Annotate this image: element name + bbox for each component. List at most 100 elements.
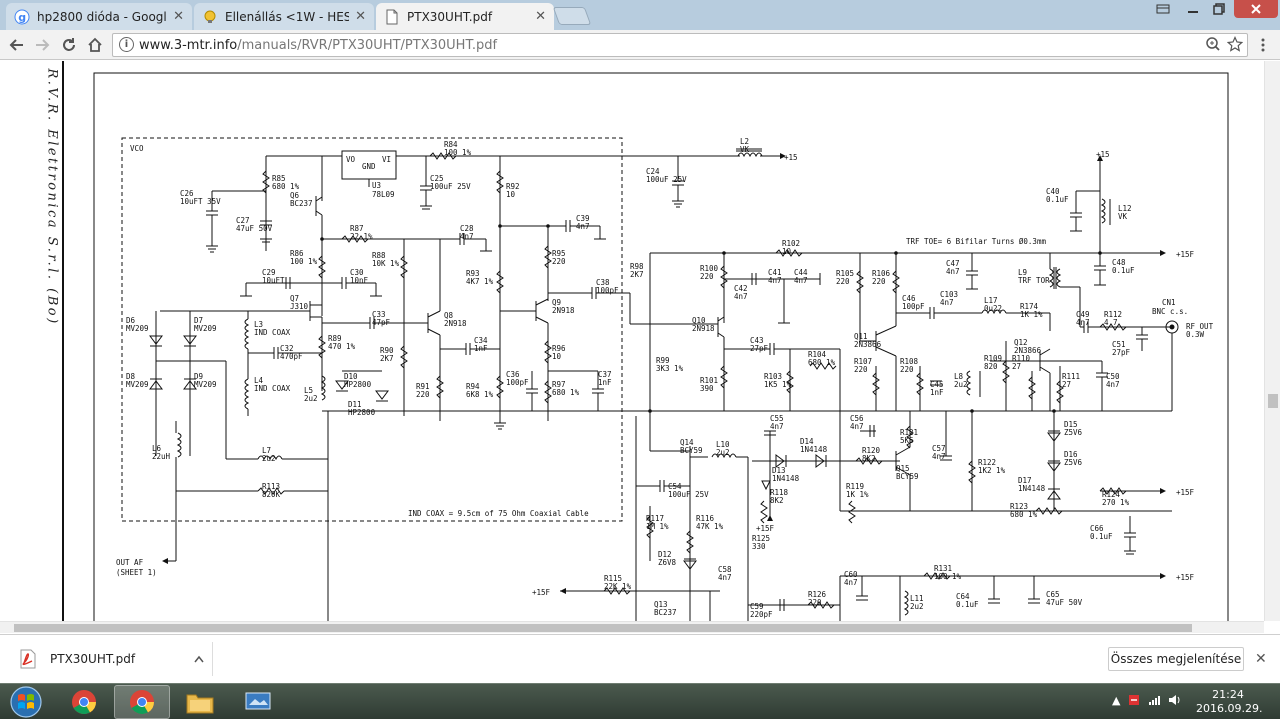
- tab-pdf[interactable]: PTX30UHT.pdf ✕: [376, 3, 554, 30]
- security-icon[interactable]: [1128, 694, 1140, 709]
- component-value-r93: 4K7 1%: [466, 277, 494, 286]
- scrollbar-thumb[interactable]: [1268, 394, 1278, 408]
- scrollbar-thumb[interactable]: [14, 624, 1192, 632]
- screen-taskbar-icon[interactable]: [230, 685, 286, 719]
- component-ref-c28: C28: [460, 224, 474, 233]
- component-ref-r124: R124: [1102, 490, 1121, 499]
- component-ref-d15: D15: [1064, 420, 1078, 429]
- component-ref-l3: L3: [254, 320, 263, 329]
- component-value-c48: 0.1uF: [1112, 266, 1135, 275]
- component-ref-c24: C24: [646, 167, 660, 176]
- info-icon[interactable]: i: [119, 37, 134, 52]
- clock[interactable]: 21:24 2016.09.29.: [1196, 688, 1262, 716]
- star-icon[interactable]: [1226, 36, 1244, 56]
- component-value-d8: MV209: [126, 380, 149, 389]
- component-ref-l10: L10: [716, 440, 730, 449]
- component-ref-r86: R86: [290, 249, 304, 258]
- component-value-l11: 2u2: [910, 602, 924, 611]
- component-value-q13: BC237: [654, 608, 677, 617]
- restore-button[interactable]: [1206, 0, 1232, 18]
- forward-arrow-icon[interactable]: [31, 34, 53, 56]
- show-all-downloads-button[interactable]: Összes megjelenítése: [1108, 647, 1244, 671]
- component-value-c25: 100uF 25V: [430, 182, 471, 191]
- profile-icon[interactable]: [1150, 0, 1176, 18]
- horizontal-scrollbar[interactable]: [0, 621, 1264, 633]
- volume-icon[interactable]: [1168, 694, 1182, 709]
- component-ref-c32: C32: [280, 344, 294, 353]
- chrome-active-taskbar-icon[interactable]: [114, 685, 170, 719]
- component-ref-r118: R118: [770, 488, 789, 497]
- close-icon[interactable]: ✕: [1255, 651, 1267, 667]
- component-value-c57: 4n7: [932, 452, 946, 461]
- reg-gnd-label: GND: [362, 162, 376, 171]
- new-tab-button[interactable]: [552, 7, 592, 25]
- component-ref-c36: C36: [506, 370, 520, 379]
- home-icon[interactable]: [84, 34, 106, 56]
- folder-taskbar-icon[interactable]: [172, 685, 228, 719]
- component-ref-l12: L12: [1118, 204, 1132, 213]
- url-path: /manuals/RVR/PTX30UHT/PTX30UHT.pdf: [237, 37, 498, 53]
- close-icon[interactable]: ✕: [535, 9, 546, 24]
- reload-icon[interactable]: [58, 34, 80, 56]
- component-ref-r115: R115: [604, 574, 622, 583]
- chevron-up-icon[interactable]: [194, 653, 204, 666]
- component-ref-r93: R93: [466, 269, 480, 278]
- component-ref-r112: R112: [1104, 310, 1122, 319]
- component-value-d12: Z6V8: [658, 558, 677, 567]
- close-icon[interactable]: ✕: [173, 9, 184, 24]
- cn1-type: BNC c.s.: [1152, 307, 1188, 316]
- component-ref-c25: C25: [430, 174, 444, 183]
- pdf-viewer[interactable]: R.V.R. Elettronica S.r.l. (Bo): [0, 61, 1280, 633]
- zoom-icon[interactable]: [1205, 36, 1221, 56]
- component-value-d14: 1N4148: [800, 445, 828, 454]
- component-value-c36: 100pF: [506, 378, 529, 387]
- component-ref-r117: R117: [646, 514, 664, 523]
- component-value-c37: 1nF: [598, 378, 612, 387]
- component-ref-r121: R121: [900, 428, 918, 437]
- component-ref-q7: Q7: [290, 294, 299, 303]
- schematic-diagram: VCO VO VI GND U3 78L09 +15 +15F +15F +15…: [93, 72, 1229, 621]
- component-value-c103: 4n7: [940, 298, 954, 307]
- chrome-taskbar-icon[interactable]: [56, 685, 112, 719]
- close-window-button[interactable]: [1234, 0, 1278, 18]
- component-ref-r174: R174: [1020, 302, 1039, 311]
- out-af-label: OUT AF: [116, 558, 144, 567]
- component-ref-r119: R119: [846, 482, 864, 491]
- component-ref-l11: L11: [910, 594, 924, 603]
- browser-toolbar: i www.3-mtr.info/manuals/RVR/PTX30UHT/PT…: [0, 30, 1280, 60]
- component-value-r124: 270 1%: [1102, 498, 1130, 507]
- tab-hestor[interactable]: Ellenállás <1W - HESTOR ✕: [194, 3, 374, 30]
- component-value-c46: 100pF: [902, 302, 925, 311]
- component-value-r121: 5K6: [900, 436, 914, 445]
- component-ref-r109: R109: [984, 354, 1002, 363]
- supply-label-mid: +15F: [1176, 488, 1195, 497]
- component-value-r126: 220: [808, 598, 822, 607]
- tab-google-search[interactable]: g hp2800 dióda - Google-k ✕: [6, 3, 192, 30]
- rf-out-label: RF OUT: [1186, 322, 1214, 331]
- network-icon[interactable]: [1148, 694, 1162, 709]
- component-value-r103: 1K5 1%: [764, 380, 792, 389]
- component-ref-r91: R91: [416, 382, 430, 391]
- menu-icon[interactable]: [1252, 34, 1274, 56]
- component-ref-r88: R88: [372, 251, 386, 260]
- back-arrow-icon[interactable]: [6, 34, 28, 56]
- component-ref-r103: R103: [764, 372, 782, 381]
- vertical-scrollbar[interactable]: [1264, 61, 1280, 621]
- component-value-r94: 6K8 1%: [466, 390, 494, 399]
- component-ref-r122: R122: [978, 458, 996, 467]
- component-ref-c46: C46: [902, 294, 916, 303]
- component-value-r118: 8K2: [770, 496, 784, 505]
- download-item[interactable]: PTX30UHT.pdf: [8, 642, 213, 676]
- address-bar[interactable]: i www.3-mtr.info/manuals/RVR/PTX30UHT/PT…: [112, 33, 1248, 57]
- component-value-c66: 0.1uF: [1090, 532, 1113, 541]
- component-value-r120: 8K2: [862, 454, 876, 463]
- component-ref-l9: L9: [1018, 268, 1027, 277]
- minimize-button[interactable]: [1180, 0, 1206, 18]
- component-ref-c42: C42: [734, 284, 748, 293]
- component-value-r122: 1K2 1%: [978, 466, 1006, 475]
- component-ref-c57: C57: [932, 444, 946, 453]
- component-value-c27: 47uF 50V: [236, 224, 273, 233]
- start-button[interactable]: [6, 685, 46, 719]
- close-icon[interactable]: ✕: [355, 9, 366, 24]
- show-hidden-icons-icon[interactable]: ▲: [1112, 694, 1121, 707]
